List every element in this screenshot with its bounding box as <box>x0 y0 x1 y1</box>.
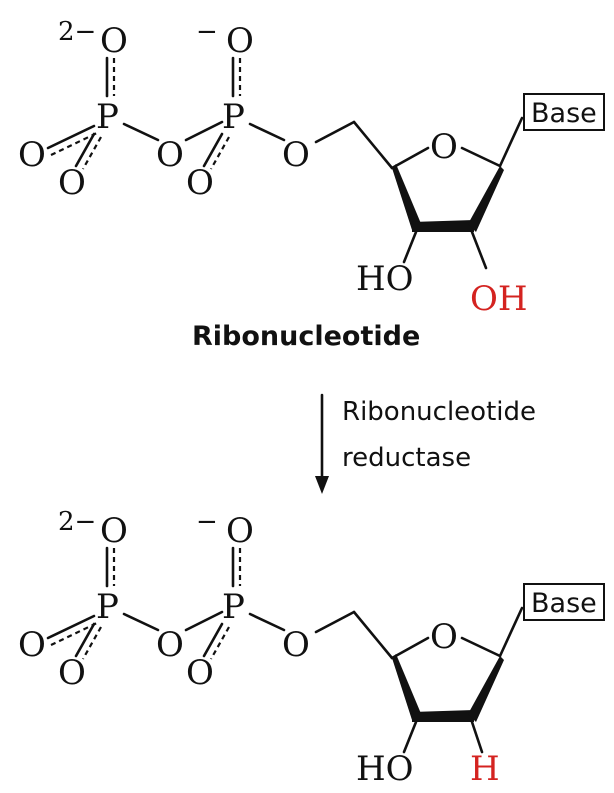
product-c2-hydrogen: H <box>470 749 500 789</box>
wedge-c1-c2 <box>468 166 504 232</box>
bond-p1-o-bottom <box>74 132 96 168</box>
arrow-head <box>315 476 329 494</box>
product-oxygen-5prime: O <box>282 625 310 665</box>
bond-c4-ring-o <box>390 146 430 170</box>
oxygen-bridge-1: O <box>156 135 184 175</box>
product-wedge-c3-c2 <box>412 710 474 722</box>
oxygen-p1-left: O <box>18 135 46 175</box>
product-bond-c2-h <box>470 720 484 754</box>
product-bond-c1-base <box>498 606 524 658</box>
product-bond-ring-o-c1 <box>460 636 502 658</box>
product-wedge-c1-c2 <box>468 656 504 722</box>
product-phosphorus-beta: P <box>222 587 245 627</box>
terminal-oxygen: O <box>100 21 128 61</box>
product-oxygen-p1-bottom: O <box>58 653 86 693</box>
enzyme-name-line2: reductase <box>342 443 471 473</box>
product-bond-p1-o-bottom-dashed <box>82 626 102 660</box>
product-molecule: 2− O P O O O − O P O O O Base <box>18 507 605 789</box>
product-bond-p1-o-bridge <box>122 612 160 632</box>
wedge-c4-c3 <box>392 164 422 230</box>
oxygen-5prime: O <box>282 135 310 175</box>
product-oxygen-bridge-1: O <box>156 625 184 665</box>
terminal-oxygen-charge: 2− <box>58 17 96 47</box>
product-wedge-c4-c3 <box>392 654 422 720</box>
reaction-arrow: Ribonucleotide reductase <box>315 393 536 494</box>
phosphorus-beta: P <box>222 97 245 137</box>
bond-c3-oh <box>402 230 418 264</box>
product-base-label: Base <box>531 588 597 619</box>
bond-ring-o-c1 <box>460 146 502 168</box>
product-bond-p2-o5 <box>248 612 286 632</box>
product-bond-c3-oh <box>402 720 418 754</box>
product-bond-o5-c5 <box>314 610 356 634</box>
reactant-label: Ribonucleotide <box>192 321 420 352</box>
product-base-box <box>523 583 605 621</box>
product-oxygen-p1-left: O <box>18 625 46 665</box>
bond-p2-o-bottom-dashed <box>210 136 230 170</box>
product-ring-oxygen: O <box>430 617 458 657</box>
wedge-c3-c2 <box>412 220 474 232</box>
product-terminal-oxygen-charge: 2− <box>58 507 96 537</box>
product-terminal-oxygen: O <box>100 511 128 551</box>
bond-p2-o5 <box>248 122 286 142</box>
product-oxygen-p2-top: O <box>226 511 254 551</box>
c3-hydroxyl: HO <box>356 259 414 299</box>
oxygen-p1-bottom: O <box>58 163 86 203</box>
bond-c5-c4 <box>352 120 394 170</box>
product-oxygen-p2-bottom: O <box>186 653 214 693</box>
product-oxygen-p2-top-charge: − <box>196 507 218 537</box>
product-bond-o-bridge-p2 <box>184 610 224 632</box>
bond-o-bridge-p2 <box>184 120 224 142</box>
ring-oxygen: O <box>430 127 458 167</box>
product-c3-hydroxyl: HO <box>356 749 414 789</box>
product-bond-p2-o-bottom <box>202 622 224 658</box>
base-label: Base <box>531 98 597 129</box>
oxygen-p2-top: O <box>226 21 254 61</box>
c2-hydroxyl: OH <box>470 279 528 319</box>
bond-p1-o-bridge <box>122 122 160 142</box>
bond-p1-o-bottom-dashed <box>82 136 102 170</box>
oxygen-p2-bottom: O <box>186 163 214 203</box>
phosphorus-alpha: P <box>96 97 119 137</box>
reactant-molecule: 2− O P O O O − O P O O O <box>18 17 605 319</box>
product-bond-c5-c4 <box>352 610 394 660</box>
oxygen-p2-top-charge: − <box>196 17 218 47</box>
bond-o5-c5 <box>314 120 356 144</box>
bond-c2-oh <box>470 230 488 270</box>
product-bond-p2-o-bottom-dashed <box>210 626 230 660</box>
bond-p2-o-bottom <box>202 132 224 168</box>
bond-c1-base <box>498 116 524 168</box>
product-bond-c4-ring-o <box>390 636 430 660</box>
enzyme-name-line1: Ribonucleotide <box>342 397 536 427</box>
base-box <box>523 93 605 131</box>
product-bond-p1-o-bottom <box>74 622 96 658</box>
product-bond-p1-o-left <box>46 614 96 640</box>
bond-p1-o-left <box>46 124 96 150</box>
product-phosphorus-alpha: P <box>96 587 119 627</box>
